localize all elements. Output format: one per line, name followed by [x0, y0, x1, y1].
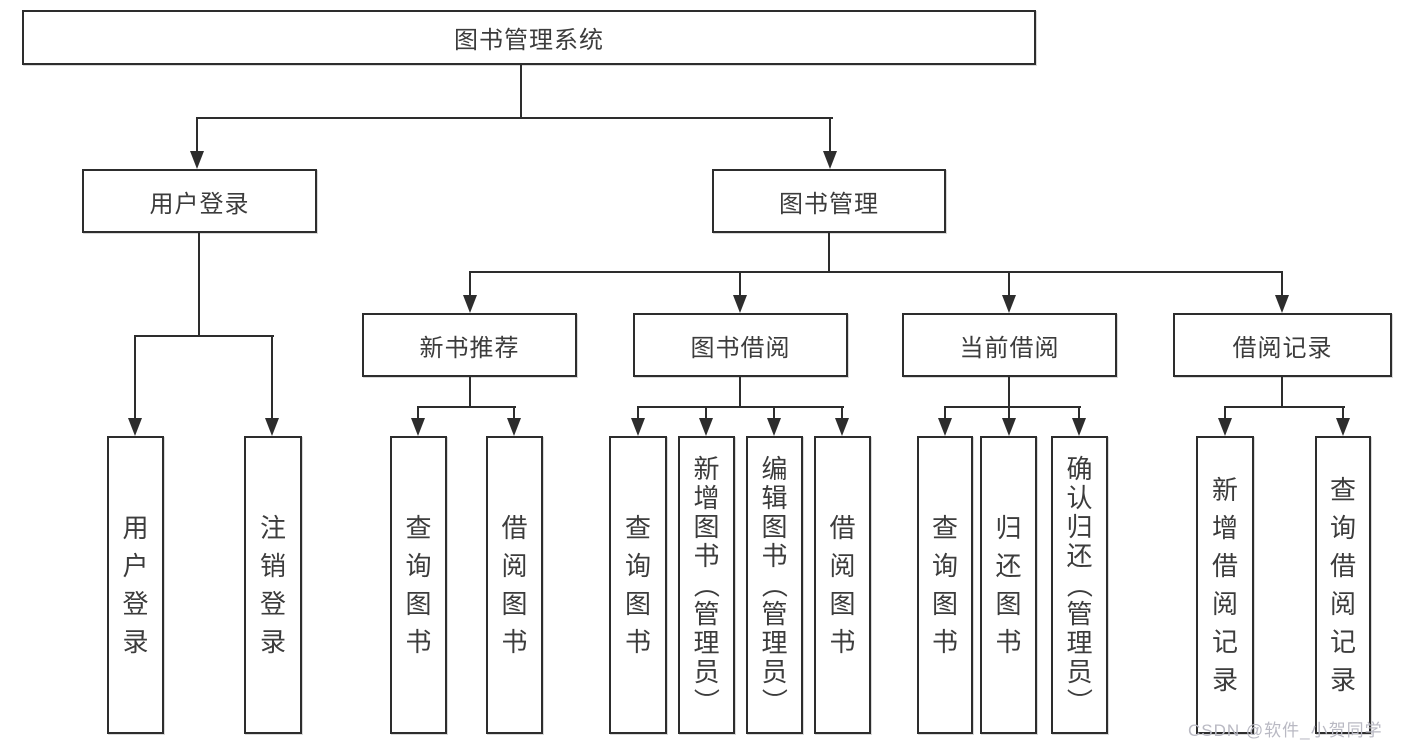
arrowhead-icon [767, 418, 781, 436]
leaf-add-borrow-record: 新增借阅记录 [1196, 436, 1254, 734]
connector-line [637, 406, 639, 420]
connector-line [134, 335, 136, 420]
connector-line [196, 117, 833, 119]
connector-line [196, 117, 198, 153]
connector-line [513, 406, 515, 420]
leaf-search-books-2: 查询图书 [609, 436, 667, 734]
arrowhead-icon [835, 418, 849, 436]
leaf-edit-book-admin: 编辑图书（管理员） [746, 436, 803, 734]
arrowhead-icon [1336, 418, 1350, 436]
connector-line [271, 335, 273, 420]
connector-line [1281, 377, 1283, 408]
arrowhead-icon [463, 295, 477, 313]
connector-line [520, 65, 522, 118]
leaf-confirm-return: 确认归还（管理员） [1051, 436, 1108, 734]
node-current-borrow: 当前借阅 [902, 313, 1117, 377]
leaf-logout: 注销登录 [244, 436, 302, 734]
connector-line [1008, 406, 1010, 420]
node-user-login: 用户登录 [82, 169, 317, 233]
node-borrow-records: 借阅记录 [1173, 313, 1392, 377]
leaf-search-books-1: 查询图书 [390, 436, 447, 734]
connector-line [705, 406, 707, 420]
arrowhead-icon [128, 418, 142, 436]
connector-line [1008, 271, 1010, 297]
connector-line [739, 271, 741, 297]
arrowhead-icon [1002, 418, 1016, 436]
connector-line [1078, 406, 1080, 420]
leaf-query-borrow-record: 查询借阅记录 [1315, 436, 1371, 734]
leaf-borrow-books-1: 借阅图书 [486, 436, 543, 734]
node-book-borrow: 图书借阅 [633, 313, 848, 377]
arrowhead-icon [265, 418, 279, 436]
arrowhead-icon [1218, 418, 1232, 436]
arrowhead-icon [699, 418, 713, 436]
node-new-book-recommend: 新书推荐 [362, 313, 577, 377]
csdn-watermark: CSDN @软件_小贺同学 [1188, 721, 1383, 740]
arrowhead-icon [823, 151, 837, 169]
leaf-search-books-3: 查询图书 [917, 436, 973, 734]
connector-line [1281, 271, 1283, 297]
arrowhead-icon [631, 418, 645, 436]
connector-line [1342, 406, 1344, 420]
connector-line [417, 406, 516, 408]
connector-line [469, 377, 471, 408]
connector-line [134, 335, 274, 337]
arrowhead-icon [938, 418, 952, 436]
connector-line [944, 406, 1081, 408]
leaf-add-book-admin: 新增图书（管理员） [678, 436, 735, 734]
connector-line [944, 406, 946, 420]
connector-line [773, 406, 775, 420]
arrowhead-icon [1002, 295, 1016, 313]
connector-line [739, 377, 741, 408]
leaf-return-books: 归还图书 [980, 436, 1037, 734]
node-book-management: 图书管理 [712, 169, 946, 233]
connector-line [1224, 406, 1345, 408]
arrowhead-icon [190, 151, 204, 169]
connector-line [417, 406, 419, 420]
connector-line [469, 271, 1283, 273]
arrowhead-icon [411, 418, 425, 436]
leaf-borrow-books-2: 借阅图书 [814, 436, 871, 734]
arrowhead-icon [1072, 418, 1086, 436]
connector-line [637, 406, 844, 408]
arrowhead-icon [733, 295, 747, 313]
arrowhead-icon [1275, 295, 1289, 313]
leaf-user-login: 用户登录 [107, 436, 164, 734]
connector-line [828, 233, 830, 273]
node-root-library-system: 图书管理系统 [22, 10, 1036, 65]
connector-line [1008, 377, 1010, 408]
connector-line [469, 271, 471, 297]
arrowhead-icon [507, 418, 521, 436]
connector-line [198, 233, 200, 337]
connector-line [829, 117, 831, 153]
connector-line [1224, 406, 1226, 420]
connector-line [841, 406, 843, 420]
